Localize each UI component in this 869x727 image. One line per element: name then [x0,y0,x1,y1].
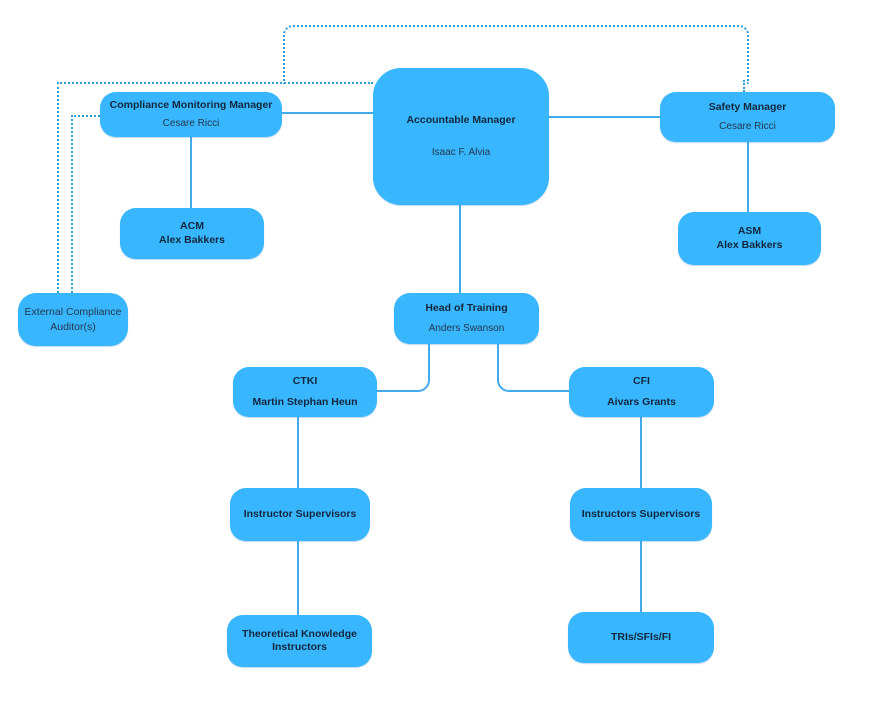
connector-cfi-supervisors [640,417,642,488]
node-person: Alex Bakkers [159,234,225,246]
node-title: External Compliance Auditor(s) [24,305,122,333]
node-title: Safety Manager [708,100,787,113]
node-instructors-supervisors[interactable]: Instructors Supervisors [570,488,712,541]
connector-dotted-auditor-vertical-1 [57,82,59,293]
node-theoretical-knowledge-instructors[interactable]: Theoretical Knowledge Instructors [227,615,372,667]
node-title: Compliance Monitoring Manager [109,98,273,111]
node-asm[interactable]: ASM Alex Bakkers [678,212,821,265]
node-person: Martin Stephan Heun [252,396,358,408]
node-title: Accountable Manager [406,113,516,126]
connector-cmm-acm [190,137,192,208]
node-title: TRIs/SFIs/FI [610,630,672,643]
connector-dotted-auditor-accountable [57,82,373,84]
connector-supervisors-tki [297,541,299,615]
node-ctki[interactable]: CTKI Martin Stephan Heun [233,367,377,417]
node-title: Instructors Supervisors [581,507,701,520]
connector-dotted-safety-drop [743,80,745,92]
node-cfi[interactable]: CFI Aivars Grants [569,367,714,417]
node-safety-manager[interactable]: Safety Manager Cesare Ricci [660,92,835,142]
node-person: Alex Bakkers [716,239,783,251]
connector-accountable-safety [549,116,660,118]
node-person: Cesare Ricci [162,117,220,129]
node-person: Cesare Ricci [719,120,776,132]
node-title: Instructor Supervisors [243,507,357,520]
connector-hot-cfi [497,344,571,392]
node-external-compliance-auditors[interactable]: External Compliance Auditor(s) [18,293,128,346]
node-person: Isaac F. Alvia [431,146,491,158]
connector-supervisors-tris [640,541,642,612]
connector-dotted-top-path [283,25,749,84]
node-acm[interactable]: ACM Alex Bakkers [120,208,264,259]
node-title: CFI [633,374,650,387]
connector-ctki-supervisors [297,417,299,488]
node-person: Aivars Grants [607,396,676,408]
node-accountable-manager[interactable]: Accountable Manager Isaac F. Alvia [373,68,549,205]
node-instructor-supervisors[interactable]: Instructor Supervisors [230,488,370,541]
connector-safety-asm [747,142,749,212]
node-person: Anders Swanson [428,322,505,334]
connector-accountable-hot [459,205,461,293]
node-title: ACM [180,219,204,232]
node-title: Head of Training [425,301,508,314]
node-head-of-training[interactable]: Head of Training Anders Swanson [394,293,539,344]
connector-dotted-auditor-vertical-2 [71,115,73,293]
node-title: ASM [737,224,762,237]
connector-dotted-auditor-cmm [71,115,100,117]
node-compliance-monitoring-manager[interactable]: Compliance Monitoring Manager Cesare Ric… [100,92,282,137]
connector-cmm-accountable [282,112,373,114]
connector-hot-ctki [377,344,430,392]
node-title: CTKI [292,374,318,387]
node-title: Theoretical Knowledge Instructors [242,627,357,653]
node-tris-sfis-fi[interactable]: TRIs/SFIs/FI [568,612,714,663]
